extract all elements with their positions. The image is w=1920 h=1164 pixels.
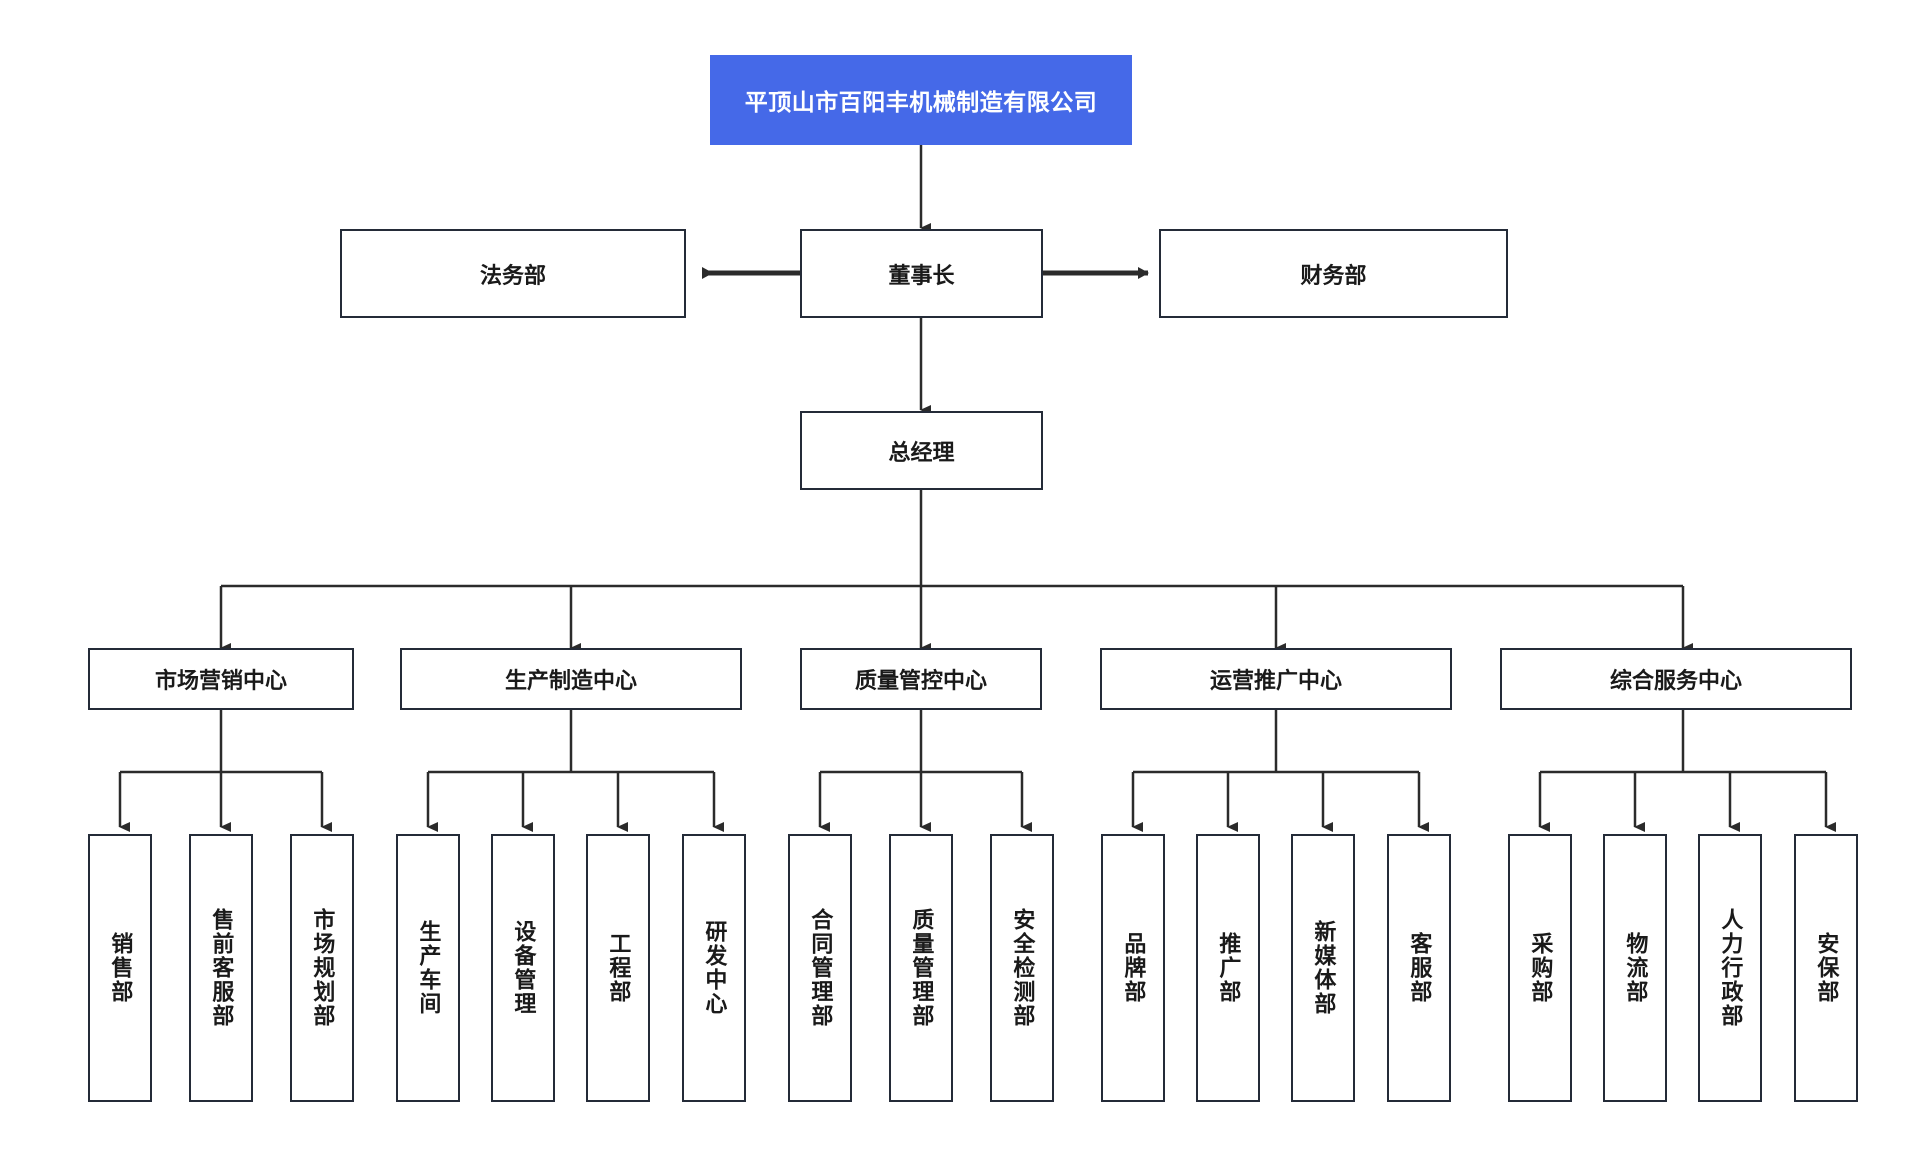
node-dept-security[interactable]: 安保部	[1794, 834, 1858, 1102]
node-label: 工程部	[606, 932, 632, 1004]
node-label: 财务部	[1300, 262, 1367, 288]
node-label: 研发中心	[702, 920, 728, 1016]
node-label: 运营推广中心	[1209, 668, 1342, 693]
node-label: 生产制造中心	[504, 668, 637, 693]
node-label: 售前客服部	[209, 908, 235, 1028]
node-label: 平顶山市百阳丰机械制造有限公司	[744, 89, 1098, 115]
node-dept-presales-service[interactable]: 售前客服部	[189, 834, 253, 1102]
node-center-quality[interactable]: 质量管控中心	[800, 648, 1042, 710]
node-dept-contract-management[interactable]: 合同管理部	[788, 834, 852, 1102]
node-dept-engineering[interactable]: 工程部	[586, 834, 650, 1102]
node-label: 物流部	[1623, 932, 1649, 1004]
node-general-manager[interactable]: 总经理	[800, 411, 1043, 490]
node-label: 安全检测部	[1010, 908, 1036, 1028]
node-dept-equipment-management[interactable]: 设备管理	[491, 834, 555, 1102]
node-label: 采购部	[1528, 932, 1554, 1004]
node-label: 生产车间	[416, 920, 442, 1016]
node-label: 综合服务中心	[1609, 668, 1742, 693]
node-label: 合同管理部	[808, 908, 834, 1028]
node-label: 人力行政部	[1718, 908, 1744, 1028]
node-dept-safety-inspection[interactable]: 安全检测部	[990, 834, 1054, 1102]
node-dept-hr-administration[interactable]: 人力行政部	[1698, 834, 1762, 1102]
node-label: 新媒体部	[1311, 920, 1337, 1016]
node-label: 销售部	[108, 932, 134, 1004]
node-dept-production-workshop[interactable]: 生产车间	[396, 834, 460, 1102]
node-center-marketing[interactable]: 市场营销中心	[88, 648, 354, 710]
node-label: 总经理	[888, 439, 955, 465]
node-label: 法务部	[479, 262, 546, 288]
node-label: 市场规划部	[310, 908, 336, 1028]
node-label: 市场营销中心	[154, 668, 287, 693]
node-dept-rnd-center[interactable]: 研发中心	[682, 834, 746, 1102]
node-dept-market-planning[interactable]: 市场规划部	[290, 834, 354, 1102]
node-dept-promotion[interactable]: 推广部	[1196, 834, 1260, 1102]
node-dept-quality-management[interactable]: 质量管理部	[889, 834, 953, 1102]
node-dept-brand[interactable]: 品牌部	[1101, 834, 1165, 1102]
node-label: 质量管控中心	[854, 668, 987, 693]
node-dept-new-media[interactable]: 新媒体部	[1291, 834, 1355, 1102]
node-dept-sales[interactable]: 销售部	[88, 834, 152, 1102]
node-legal-department[interactable]: 法务部	[340, 229, 686, 318]
node-label: 设备管理	[511, 920, 537, 1016]
node-finance-department[interactable]: 财务部	[1159, 229, 1508, 318]
node-label: 推广部	[1216, 932, 1242, 1004]
node-label: 质量管理部	[909, 908, 935, 1028]
node-dept-logistics[interactable]: 物流部	[1603, 834, 1667, 1102]
node-center-general-services[interactable]: 综合服务中心	[1500, 648, 1852, 710]
node-dept-procurement[interactable]: 采购部	[1508, 834, 1572, 1102]
node-dept-customer-service[interactable]: 客服部	[1387, 834, 1451, 1102]
node-company-root[interactable]: 平顶山市百阳丰机械制造有限公司	[710, 55, 1132, 145]
node-label: 品牌部	[1121, 932, 1147, 1004]
node-label: 客服部	[1407, 932, 1433, 1004]
node-chairman[interactable]: 董事长	[800, 229, 1043, 318]
node-label: 董事长	[888, 262, 955, 288]
node-center-manufacturing[interactable]: 生产制造中心	[400, 648, 742, 710]
node-label: 安保部	[1814, 932, 1840, 1004]
node-center-operations[interactable]: 运营推广中心	[1100, 648, 1452, 710]
